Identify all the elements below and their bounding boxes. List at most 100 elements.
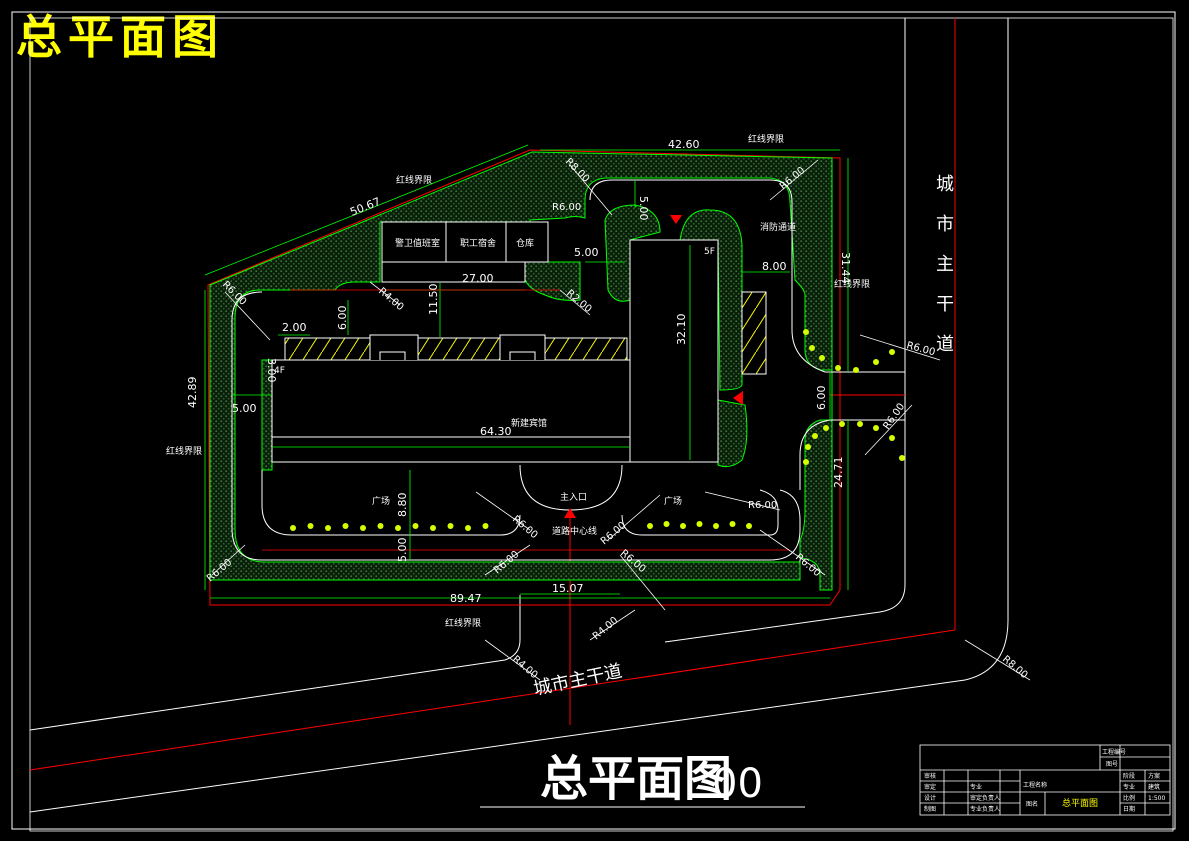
- drawing-title-bottom: 总平面图: [540, 751, 732, 807]
- dim-32-10: 32.10: [675, 314, 688, 346]
- tree-symbol: [729, 521, 736, 527]
- tree-symbol: [647, 523, 653, 529]
- tree-symbol: [360, 525, 366, 531]
- dim-15-07: 15.07: [552, 582, 584, 595]
- tree-symbol: [663, 521, 670, 527]
- tb-row-label-2: 设计: [924, 794, 936, 802]
- tree-symbol: [819, 355, 825, 361]
- boundary-label-left: 红线界限: [166, 445, 202, 457]
- title-block: [919, 744, 1171, 816]
- tree-symbol: [899, 455, 905, 461]
- tb-drawing-no-label: 图号: [1106, 761, 1118, 768]
- dim-42-89: 42.89: [186, 377, 199, 409]
- guard-room-label: 警卫值班室: [395, 237, 440, 249]
- tree-symbol: [809, 345, 815, 351]
- staff-dorm-label: 职工宿舍: [460, 237, 496, 249]
- tree-symbol: [889, 349, 895, 355]
- tree-symbol: [447, 523, 454, 529]
- tree-row: [290, 329, 905, 531]
- tree-symbol: [873, 425, 879, 431]
- tree-symbol: [482, 523, 489, 529]
- tree-symbol: [412, 523, 419, 529]
- site-boundary: [207, 149, 841, 606]
- main-building: [271, 239, 719, 463]
- dim-2-00: 2.00: [282, 321, 307, 334]
- tree-symbol: [325, 525, 331, 531]
- tree-symbol: [839, 421, 845, 427]
- fire-lane: [231, 179, 905, 561]
- radius-label-r18: R8.00: [1000, 654, 1029, 681]
- dim-5-00-d: 5.00: [637, 196, 650, 221]
- dim-27-00: 27.00: [462, 272, 494, 285]
- dim-6-00-a: 6.00: [336, 306, 349, 331]
- tree-symbol: [873, 359, 879, 365]
- tb-right-value-1: 建筑: [1148, 783, 1160, 791]
- plaza-right-label: 广场: [664, 495, 682, 507]
- radius-label-r7: R6.00: [905, 340, 936, 358]
- tb-project-no-label: 工程编号: [1102, 748, 1126, 756]
- tb-right-label-1: 专业: [1123, 783, 1135, 791]
- main-building-label: 新建宾馆: [511, 417, 547, 429]
- tb-right-label-3: 日期: [1123, 805, 1135, 813]
- boundary-label-right: 红线界限: [834, 278, 870, 290]
- tb-right-label-2: 比例: [1123, 794, 1135, 802]
- tree-symbol: [395, 525, 401, 531]
- tree-symbol: [430, 525, 436, 531]
- dim-64-30: 64.30: [480, 425, 512, 438]
- ancillary-buildings: [381, 221, 549, 283]
- dim-6-00-b: 6.00: [815, 386, 828, 411]
- dim-3-00: 3.00: [265, 358, 278, 383]
- radius-label-r9: R6.00: [510, 514, 539, 541]
- radius-leaders: [211, 159, 1031, 681]
- tree-symbol: [696, 521, 703, 527]
- radius-label-r17: R4.00: [510, 654, 539, 681]
- dim-5-00-a: 5.00: [232, 402, 257, 415]
- boundary-label-top: 红线界限: [748, 133, 784, 145]
- city-road: [29, 18, 1009, 813]
- bottom-title: 总平面图 00: [480, 751, 805, 808]
- radius-label-r8: R6.00: [881, 401, 907, 431]
- entrance-bumps: [369, 334, 546, 360]
- tree-symbol: [812, 433, 818, 439]
- scale-suffix: 00: [712, 761, 763, 807]
- tb-right-value-0: 方案: [1148, 772, 1160, 780]
- tb-project-label: 工程名称: [1023, 781, 1047, 789]
- radius-label-r16: R4.00: [591, 615, 620, 642]
- tree-symbol: [835, 365, 841, 371]
- city-road-label-vertical: 城市主干道: [936, 174, 954, 355]
- plaza-left-label: 广场: [372, 495, 390, 507]
- dimension-lines: [204, 144, 849, 599]
- dim-42-60: 42.60: [668, 138, 700, 151]
- tb-drawing-name: 总平面图: [1062, 797, 1098, 809]
- radius-label-r10: R6.00: [599, 520, 628, 547]
- tree-symbol: [803, 459, 809, 465]
- tb-right-label-0: 阶段: [1123, 772, 1135, 780]
- boundary-label-top-left: 红线界限: [396, 174, 432, 186]
- warehouse-label: 仓库: [516, 237, 534, 249]
- tree-symbol: [853, 367, 859, 373]
- tb-col2-label-3: 专业负责人: [970, 805, 1000, 813]
- dim-8-00: 8.00: [762, 260, 787, 273]
- radius-label-r4: R6.00: [552, 202, 581, 213]
- dim-24-71: 24.71: [832, 457, 845, 489]
- tree-symbol: [465, 525, 471, 531]
- dim-31-44: 31.44: [839, 252, 852, 284]
- dim-11-50: 11.50: [427, 284, 440, 316]
- tree-symbol: [805, 444, 811, 450]
- tree-symbol: [377, 523, 384, 529]
- tree-symbol: [857, 421, 863, 427]
- tree-symbol: [680, 523, 686, 529]
- boundary-label-bottom: 红线界限: [445, 617, 481, 629]
- parking-strips: [284, 291, 767, 375]
- tb-row-label-3: 制图: [924, 805, 936, 813]
- tree-symbol: [889, 435, 895, 441]
- dim-5-00-b: 5.00: [396, 538, 409, 563]
- dim-8-80: 8.80: [396, 493, 409, 518]
- tb-right-value-2: 1:500: [1148, 795, 1165, 802]
- radius-label-r11: R6.00: [748, 500, 777, 511]
- tb-col2-label-1: 专业: [970, 783, 982, 791]
- tree-symbol: [746, 523, 752, 529]
- entrance-arrows: [564, 215, 743, 518]
- city-road-label-bottom: 城市主干道: [532, 661, 624, 700]
- tree-symbol: [713, 523, 719, 529]
